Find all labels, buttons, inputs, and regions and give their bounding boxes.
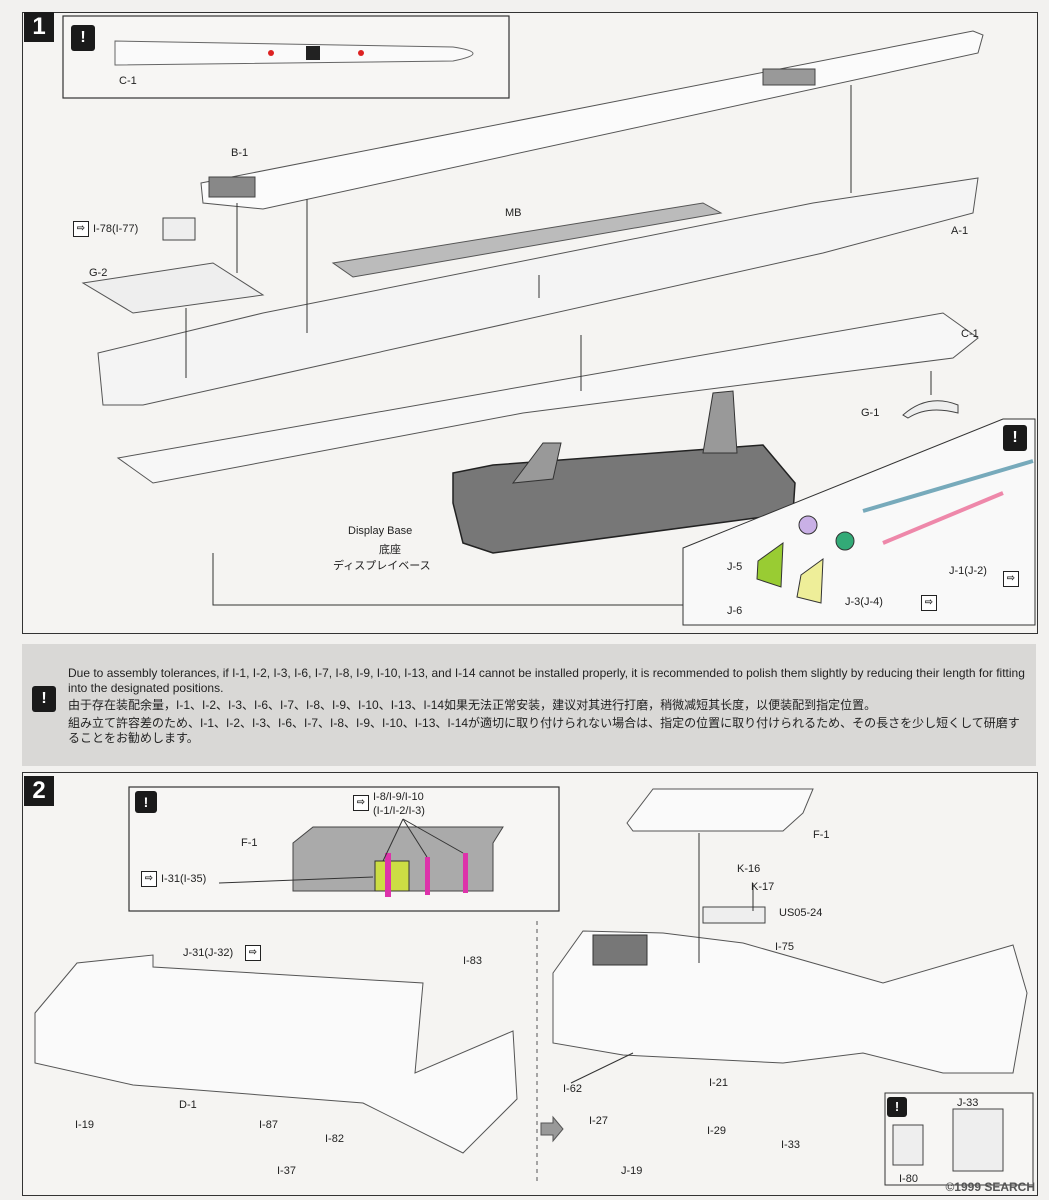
label-j3: J-3(J-4) bbox=[845, 596, 883, 608]
watermark: ©1999 SEARCH bbox=[945, 1180, 1035, 1194]
caution-icon: ! bbox=[71, 25, 95, 51]
label-i21: I-21 bbox=[709, 1077, 728, 1089]
label-i87: I-87 bbox=[259, 1119, 278, 1131]
label-d1: D-1 bbox=[179, 1099, 197, 1111]
label-k17: K-17 bbox=[751, 881, 775, 893]
label-i29: I-29 bbox=[707, 1125, 726, 1137]
reverse-arrow-icon: ⇨ bbox=[141, 871, 157, 887]
label-i75: I-75 bbox=[775, 941, 794, 953]
label-g2: G-2 bbox=[89, 267, 108, 279]
step-1-panel: ! ! C-1 B-1 ⇨ I-78(I-77) MB A-1 G-2 C-1 … bbox=[22, 12, 1038, 634]
label-i8-i9-i10: I-8/I-9/I-10 bbox=[373, 791, 424, 803]
step-number-2: 2 bbox=[24, 776, 54, 806]
note-chinese: 由于存在装配余量，I-1、I-2、I-3、I-6、I-7、I-8、I-9、I-1… bbox=[68, 698, 877, 712]
label-i31: I-31(I-35) bbox=[161, 873, 207, 885]
label-a1: A-1 bbox=[951, 225, 969, 237]
label-g1: G-1 bbox=[861, 407, 880, 419]
label-f1: F-1 bbox=[813, 829, 830, 841]
label-i37: I-37 bbox=[277, 1165, 296, 1177]
label-c1-top: C-1 bbox=[119, 75, 137, 87]
label-j5: J-5 bbox=[727, 561, 743, 573]
label-j1: J-1(J-2) bbox=[949, 565, 987, 577]
note-english: Due to assembly tolerances, if I-1, I-2,… bbox=[68, 666, 1025, 695]
label-us05-24: US05-24 bbox=[779, 907, 823, 919]
reverse-arrow-icon: ⇨ bbox=[921, 595, 937, 611]
label-i78: I-78(I-77) bbox=[93, 223, 139, 235]
label-i62: I-62 bbox=[563, 1083, 582, 1095]
label-j6: J-6 bbox=[727, 605, 743, 617]
label-i83: I-83 bbox=[463, 955, 482, 967]
reverse-arrow-icon: ⇨ bbox=[1003, 571, 1019, 587]
label-j19: J-19 bbox=[621, 1165, 643, 1177]
label-i80: I-80 bbox=[899, 1173, 918, 1185]
display-base-cn: 底座 bbox=[379, 544, 401, 556]
label-k16: K-16 bbox=[737, 863, 761, 875]
label-mb: MB bbox=[505, 207, 522, 219]
label-c1-hull: C-1 bbox=[961, 328, 979, 340]
reverse-arrow-icon: ⇨ bbox=[73, 221, 89, 237]
assembly-tolerance-note: ! Due to assembly tolerances, if I-1, I-… bbox=[22, 644, 1036, 766]
display-base-jp: ディスプレイベース bbox=[333, 560, 431, 572]
display-base-en: Display Base bbox=[348, 525, 413, 537]
reverse-arrow-icon: ⇨ bbox=[245, 945, 261, 961]
note-japanese: 組み立て許容差のため、I-1、I-2、I-3、I-6、I-7、I-8、I-9、I… bbox=[68, 716, 1020, 745]
step-number-1: 1 bbox=[24, 12, 54, 42]
label-i1-i2-i3: (I-1/I-2/I-3) bbox=[373, 805, 425, 817]
label-j31: J-31(J-32) bbox=[183, 947, 234, 959]
caution-icon: ! bbox=[32, 686, 56, 712]
label-i27: I-27 bbox=[589, 1115, 608, 1127]
caution-icon: ! bbox=[135, 791, 157, 813]
label-i33: I-33 bbox=[781, 1139, 800, 1151]
caution-icon: ! bbox=[1003, 425, 1027, 451]
label-i19: I-19 bbox=[75, 1119, 94, 1131]
label-b1: B-1 bbox=[231, 147, 249, 159]
caution-icon: ! bbox=[887, 1097, 907, 1117]
step-2-drawing bbox=[34, 786, 1034, 1186]
step-1-drawing bbox=[62, 15, 1036, 626]
reverse-arrow-icon: ⇨ bbox=[353, 795, 369, 811]
label-j33: J-33 bbox=[957, 1097, 979, 1109]
step-2-panel: ! ! ⇨ I-8/I-9/I-10 (I-1/I-2/I-3) F-1 ⇨ I… bbox=[22, 772, 1038, 1196]
label-i82: I-82 bbox=[325, 1133, 344, 1145]
label-f1-inset: F-1 bbox=[241, 837, 258, 849]
